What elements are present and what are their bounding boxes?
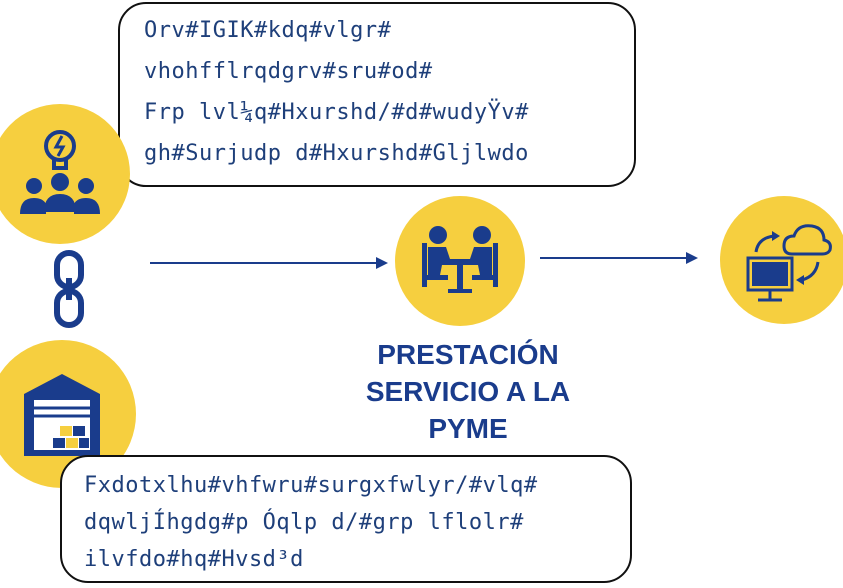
chain-link-icon [54,250,84,328]
bottom-note-line: ilvfdo#hq#Hvsd³d [84,547,304,572]
title-line: PYME [428,413,508,444]
title-line: PRESTACIÓN [377,339,559,370]
cloud-circle [720,196,843,324]
service-title: PRESTACIÓN SERVICIO A LA PYME [318,336,618,447]
people-circle [0,104,130,244]
top-note-line: vhohfflrqdgrv#sru#od# [144,59,433,84]
warehouse-circle [0,340,136,488]
top-note-box: Orv#IGIK#kdq#vlgr# vhohfflrqdgrv#sru#od#… [118,2,636,187]
people-lightbulb-icon [20,130,100,214]
top-note-line: Orv#IGIK#kdq#vlgr# [144,18,392,43]
meeting-circle [395,196,525,326]
bottom-note-box: Fxdotxlhu#vhfwru#surgxfwlyr/#vlq# dqwljÍ… [60,455,632,583]
title-line: SERVICIO A LA [365,376,571,407]
flow-arrow [540,252,698,264]
top-note-line: Frp lvl¼q#Hxurshd/#d#wudyŸv# [144,100,529,125]
bottom-note-line: dqwljÍhgdg#p Óqlp d/#grp lflolr# [84,510,524,535]
warehouse-icon [24,374,100,456]
top-note-line: gh#Surjudp d#Hxurshd#Gljlwdo [144,141,529,166]
bottom-note-line: Fxdotxlhu#vhfwru#surgxfwlyr/#vlq# [84,473,538,498]
flow-arrow [150,257,388,269]
cloud-computer-sync-icon [746,224,832,302]
meeting-table-icon [422,226,498,293]
